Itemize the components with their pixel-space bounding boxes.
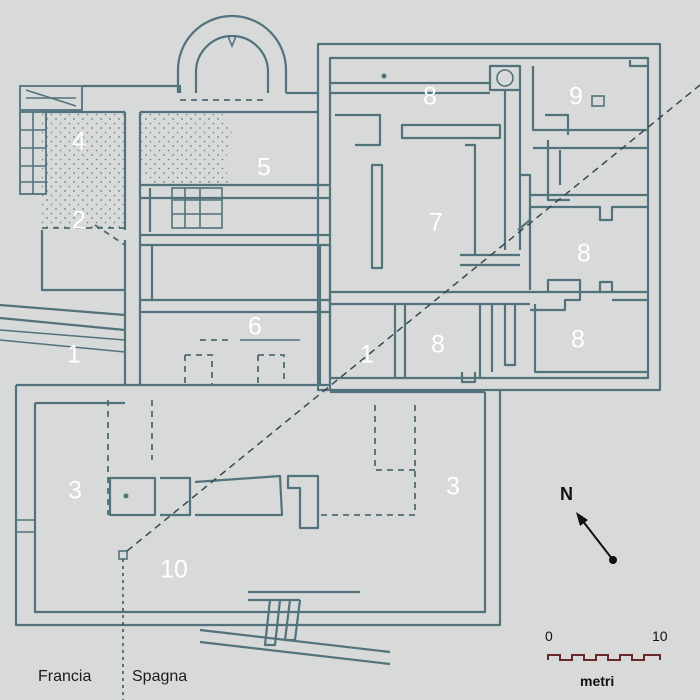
north-arrow-dot-icon [609,556,617,564]
room-label: 9 [569,83,583,111]
room-label: 8 [577,240,591,268]
border-label-left: Francia [38,668,91,685]
room-label: 6 [248,313,262,341]
north-label: N [560,484,573,504]
north-arrow: N [560,484,617,564]
room-label: 3 [446,473,460,501]
west-complex-walls [0,84,332,390]
stippled-fill-upper [140,113,232,185]
scale-label-start: 0 [545,628,553,644]
hatched-wall-block [19,85,83,195]
room-label: 8 [431,331,445,359]
scale-label-end: 10 [652,628,668,644]
apse [176,14,288,93]
stippled-fill-room-4 [42,113,125,230]
room-label: 4 [72,128,86,156]
south-enclosure [14,383,502,666]
room-label: 1 [67,341,81,369]
room-label: 8 [571,326,585,354]
scale-unit-label: metri [580,673,614,689]
room-label: 2 [72,207,86,235]
room-label: 8 [423,83,437,111]
room-label: 3 [68,477,82,505]
scale-bar: 0 10 metri [545,628,668,689]
room-label: 10 [160,556,188,584]
border-label-right: Spagna [132,668,187,685]
room-label: 5 [257,154,271,182]
room-label: 1 [360,341,374,369]
diagonal-alignment-line [126,84,700,552]
north-arrow-head-icon [576,512,588,526]
room-label: 7 [429,209,443,237]
east-enclosure [316,42,662,392]
